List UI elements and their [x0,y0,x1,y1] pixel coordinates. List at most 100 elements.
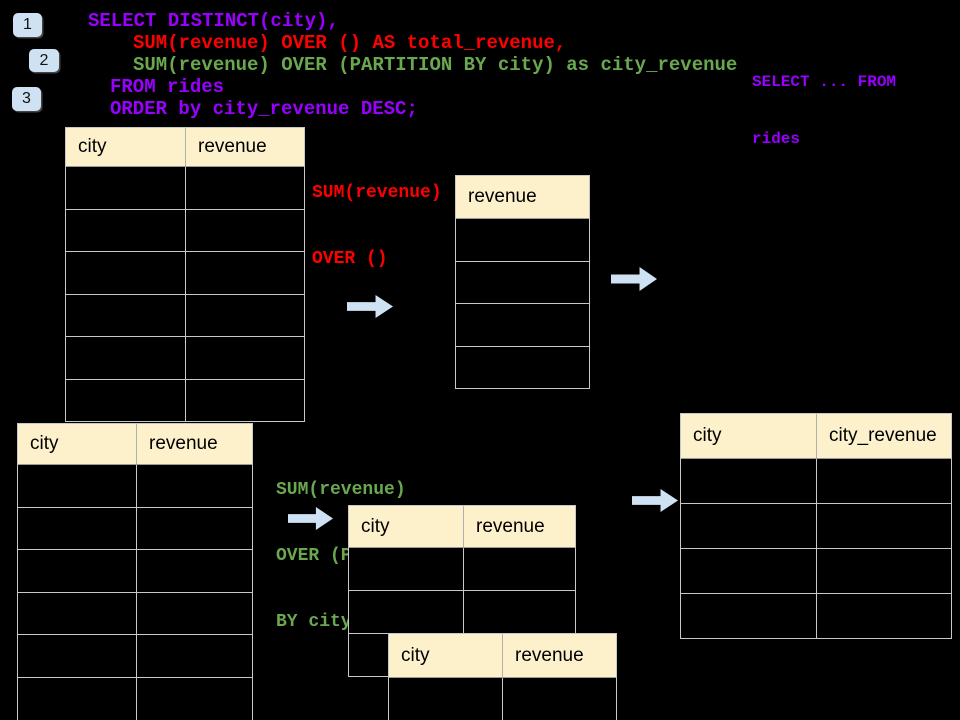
table-body [456,219,589,388]
table-row [349,591,575,634]
table-row [66,337,304,380]
table-cell [817,504,951,548]
sql-line-select: SELECT DISTINCT(city), [88,10,339,32]
table-row [389,678,616,720]
step-badge-3: 3 [12,87,41,111]
sql-line-total-revenue: SUM(revenue) OVER () AS total_revenue, [133,32,567,54]
table-row [66,294,304,337]
table-cell [349,591,464,633]
table-row [18,592,252,636]
table-cell [137,508,252,550]
table-cell [456,304,589,346]
table-body [681,459,951,638]
table-cell [186,210,304,252]
table-cell [137,678,252,720]
sql-code-block: SELECT DISTINCT(city), SUM(revenue) OVER… [88,10,737,120]
table-cell [456,219,589,261]
table-row [349,548,575,591]
table-cell [817,594,951,638]
column-header-city-revenue: city_revenue [829,425,937,446]
arrow-right-icon [611,267,657,291]
column-header-revenue: revenue [198,136,267,157]
table-cell [681,504,817,548]
table-cell [137,465,252,507]
table-cell [137,635,252,677]
annotation-line: SUM(revenue) [312,183,442,203]
step-badge-2: 2 [29,49,59,72]
annotation-line: rides [752,130,801,148]
table-row [681,504,951,549]
column-header-revenue: revenue [515,644,584,666]
table-cell [18,550,137,592]
table-row [456,219,589,262]
table-cell [186,337,304,379]
table-cell [389,678,503,720]
table-cell [18,507,137,550]
table-row [18,465,252,508]
table-cell [456,347,589,389]
column-header-city: city [681,414,817,458]
table-body [66,167,304,421]
arrow-right-icon [632,489,678,512]
table-row [18,635,252,678]
table-cell [186,380,304,422]
table-row [66,379,304,422]
table-cell [18,592,137,635]
table-header-row: city revenue [389,634,616,678]
table-cell [66,337,186,379]
table-cell [464,548,575,590]
table-row [456,304,589,347]
table-cell [18,677,137,720]
table-header-row: city revenue [18,424,252,465]
table-header-row: city revenue [349,506,575,548]
sql-line-city-revenue: SUM(revenue) OVER (PARTITION BY city) as… [133,54,738,76]
table-cell [186,167,304,209]
table-header-row: city city_revenue [681,414,951,459]
table-row [681,459,951,504]
table-row [66,209,304,252]
annotation-select-from-rides: SELECT ... FROM rides [752,35,896,187]
table-row [18,550,252,593]
table-cell [503,678,616,720]
sql-line-from: FROM rides [110,76,225,98]
annotation-line: SUM(revenue) [276,480,406,500]
annotation-line: OVER () [312,249,388,269]
table-cell [66,379,186,421]
annotation-line: SELECT ... FROM [752,73,897,91]
column-header-city: city [66,128,186,166]
table-cell [464,591,575,633]
table-cell [456,262,589,304]
step-badge-1: 1 [13,13,42,37]
table-cell [66,167,186,209]
table-partition-step-overlay: city revenue [388,633,617,720]
table-row [681,549,951,594]
table-row [18,507,252,551]
table-rides-source-bottom: city revenue [17,423,253,720]
column-header-city: city [389,634,503,677]
table-total-revenue-result: revenue [455,175,590,389]
table-cell [18,635,137,677]
table-cell [349,548,464,590]
table-cell [18,465,137,507]
table-cell [681,459,817,503]
table-cell [66,209,186,251]
table-row [66,167,304,210]
table-cell [681,594,817,638]
sql-line-order-by: ORDER by city_revenue DESC; [110,98,418,120]
table-rides-source-top: city revenue [65,127,305,422]
table-cell [817,459,951,503]
table-cell [137,550,252,592]
table-row [66,252,304,295]
table-cell [186,295,304,337]
table-header-row: city revenue [66,128,304,167]
table-cell [66,252,186,294]
column-header-city: city [18,424,137,464]
column-header-revenue: revenue [476,515,545,537]
table-cell [817,549,951,593]
table-body [18,465,252,720]
table-row [456,347,589,389]
table-row [456,262,589,304]
annotation-sum-over: SUM(revenue) OVER () [312,138,442,314]
table-cell [186,252,304,294]
